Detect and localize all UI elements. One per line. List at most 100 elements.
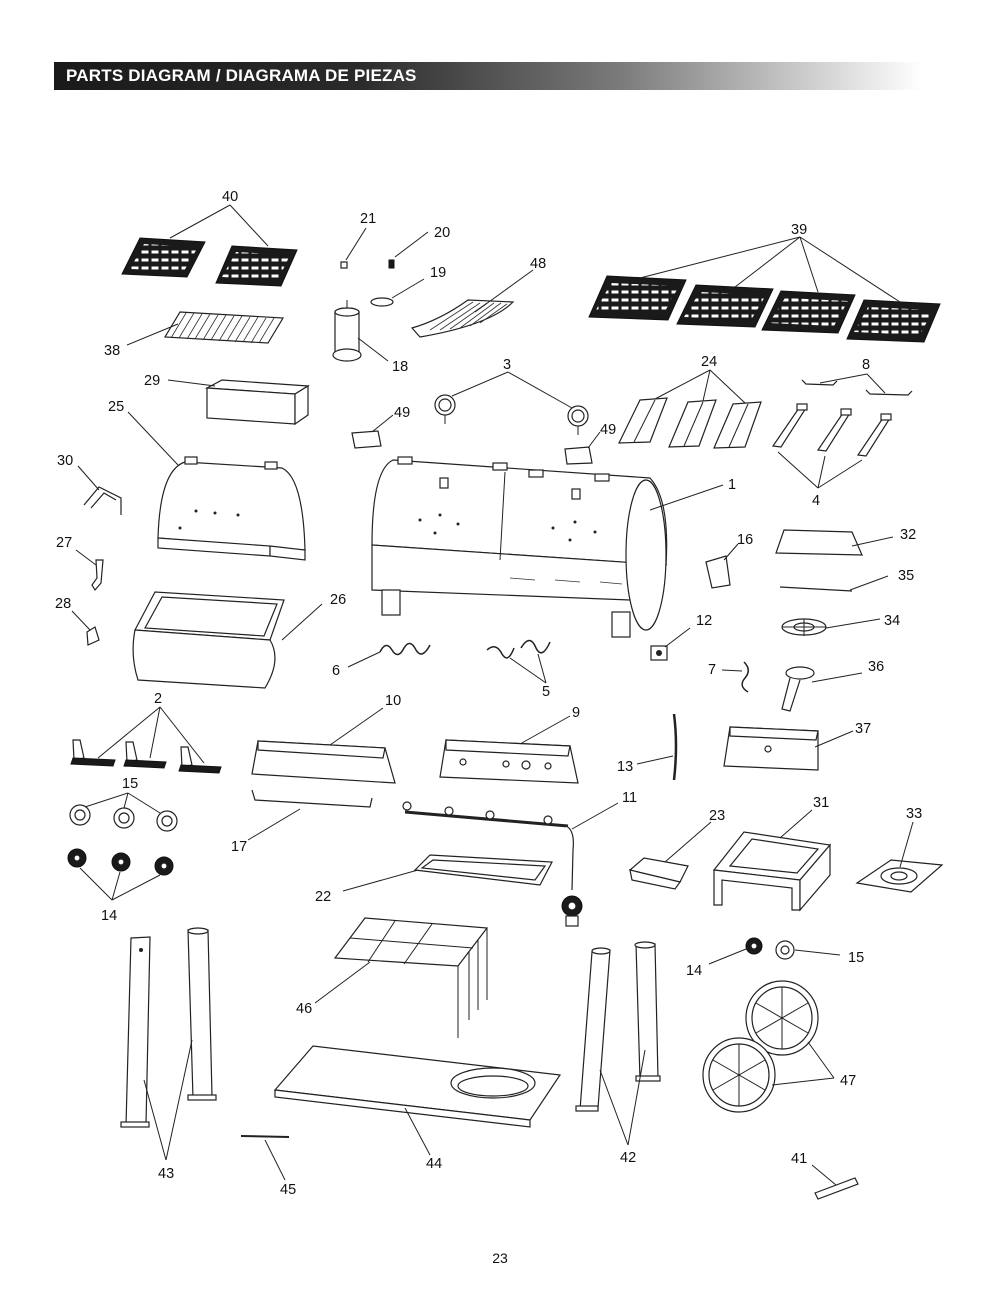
part-33-burner-plate: [855, 821, 944, 893]
label-15a: 15: [122, 776, 138, 792]
label-14b: 14: [686, 963, 702, 979]
part-24-flame-tamers: [618, 369, 762, 449]
label-6: 6: [332, 663, 340, 679]
part-49-plates: [351, 414, 601, 465]
part-23-grease-cup: [628, 821, 712, 890]
label-32: 32: [900, 527, 916, 543]
label-17: 17: [231, 839, 247, 855]
part-39-cooking-grates: [588, 236, 941, 343]
part-3-thermometers: [434, 371, 589, 435]
part-1-main-barrel: [371, 456, 724, 638]
label-25: 25: [108, 399, 124, 415]
part-44-bottom-panel: [273, 1045, 562, 1156]
label-30: 30: [57, 453, 73, 469]
part-11-manifold: [402, 801, 619, 927]
part-4-burners: [771, 403, 892, 489]
part-8-brackets: [801, 373, 913, 396]
part-40-cooking-grates: [121, 204, 298, 287]
part-30-handle: [77, 465, 122, 515]
part-17-towel-bar: [247, 789, 373, 841]
label-2: 2: [154, 691, 162, 707]
label-16: 16: [737, 532, 753, 548]
label-34: 34: [884, 613, 900, 629]
part-46-bottom-shelf: [314, 917, 489, 1038]
label-46: 46: [296, 1001, 312, 1017]
part-36-side-burner: [781, 666, 863, 712]
part-12-igniter: [650, 627, 691, 661]
part-42-legs: [575, 941, 661, 1146]
part-26-firebox-body: [132, 591, 323, 689]
part-37-side-panel: [723, 726, 854, 771]
label-3: 3: [503, 357, 511, 373]
label-18: 18: [392, 359, 408, 375]
part-21-small-nut: [340, 227, 367, 269]
label-48: 48: [530, 256, 546, 272]
label-10: 10: [385, 693, 401, 709]
label-12: 12: [696, 613, 712, 629]
part-18-smoke-stack: [332, 300, 389, 362]
part-15-bezel-side: [775, 940, 841, 960]
label-20: 20: [434, 225, 450, 241]
label-41: 41: [791, 1151, 807, 1167]
part-14-knob-side: [708, 937, 763, 965]
label-14a: 14: [101, 908, 117, 924]
part-27-bracket: [75, 549, 104, 592]
label-47: 47: [840, 1073, 856, 1089]
part-7-wire: [721, 661, 749, 693]
label-13: 13: [617, 759, 633, 775]
part-9-front-panel: [439, 715, 579, 784]
part-22-grease-tray: [342, 854, 553, 892]
page-number: 23: [492, 1250, 508, 1266]
label-5: 5: [542, 684, 550, 700]
part-16-cover-plate: [705, 543, 739, 589]
part-20-small-bolt: [388, 231, 429, 269]
part-48-warming-tray: [410, 269, 534, 338]
part-5-wires: [486, 639, 551, 684]
label-28: 28: [55, 596, 71, 612]
label-7: 7: [708, 662, 716, 678]
part-45-bolt: [240, 1135, 290, 1181]
label-22: 22: [315, 889, 331, 905]
part-32-side-burner-cover: [775, 529, 894, 556]
label-33: 33: [906, 806, 922, 822]
part-34-burner-grate: [781, 618, 881, 636]
label-40: 40: [222, 189, 238, 205]
label-44: 44: [426, 1156, 442, 1172]
label-37: 37: [855, 721, 871, 737]
section-title: PARTS DIAGRAM / DIAGRAMA DE PIEZAS: [66, 66, 417, 85]
part-10-control-panel: [251, 707, 396, 784]
part-43-legs: [120, 927, 217, 1161]
label-35: 35: [898, 568, 914, 584]
label-9: 9: [572, 705, 580, 721]
label-15b: 15: [848, 950, 864, 966]
label-36: 36: [868, 659, 884, 675]
part-14-knobs: [67, 848, 174, 901]
part-28-clip: [71, 610, 100, 646]
part-47-wheels: [702, 980, 835, 1113]
label-1: 1: [728, 477, 736, 493]
part-31-side-burner-box: [712, 809, 832, 912]
label-19: 19: [430, 265, 446, 281]
label-27: 27: [56, 535, 72, 551]
part-15-bezels: [69, 792, 178, 832]
callout-labels: 40 21 20 19 48 39 38 18 3 24 8 29 25 49 …: [55, 189, 922, 1198]
label-24: 24: [701, 354, 717, 370]
label-21: 21: [360, 211, 376, 227]
label-45: 45: [280, 1182, 296, 1198]
part-6-wire: [347, 642, 431, 668]
part-19-gasket-ring: [370, 278, 425, 307]
label-49a: 49: [394, 405, 410, 421]
part-29-heat-shield: [167, 379, 310, 426]
label-23: 23: [709, 808, 725, 824]
label-4: 4: [812, 493, 820, 509]
part-35-rod: [779, 575, 889, 592]
part-13-ignition-wire: [636, 713, 678, 781]
section-header-bar: PARTS DIAGRAM / DIAGRAMA DE PIEZAS: [54, 62, 922, 90]
label-31: 31: [813, 795, 829, 811]
label-49b: 49: [600, 422, 616, 438]
part-41-rail: [811, 1164, 859, 1200]
part-25-firebox-lid: [127, 411, 306, 561]
label-43: 43: [158, 1166, 174, 1182]
label-29: 29: [144, 373, 160, 389]
